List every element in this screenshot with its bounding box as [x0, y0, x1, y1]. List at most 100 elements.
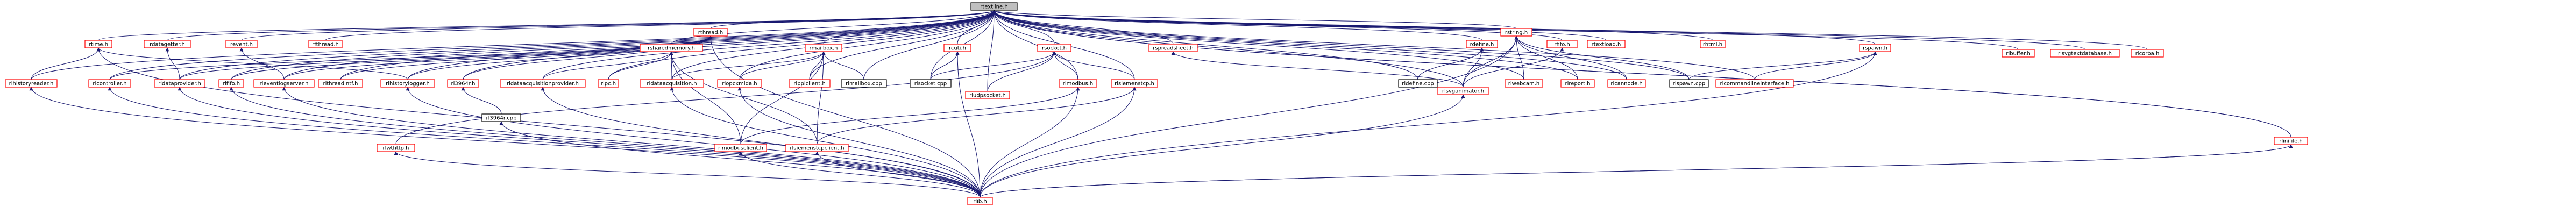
graph-node-rlwthttp[interactable]: rlwthttp.h — [377, 144, 415, 152]
graph-node-rlpc[interactable]: rlpc.h — [598, 79, 619, 88]
edge-rlinifile-to-root — [992, 10, 2291, 138]
graph-node-rtextload[interactable]: rtextload.h — [1587, 40, 1626, 48]
edge-rlib-to-rsiemenstcpclient — [815, 151, 981, 198]
node-box — [2131, 49, 2164, 58]
edge-rsiemenstcpclient-to-rsharedmemory — [669, 51, 818, 145]
graph-node-rlib[interactable]: rlib.h — [967, 197, 993, 205]
graph-node-rsharedmemory[interactable]: rsharedmemory.h — [640, 44, 703, 52]
graph-node-rdataacq[interactable]: rldataacquisition.h — [640, 79, 704, 88]
graph-node-rhistorylogger[interactable]: rlhistorylogger.h — [380, 79, 435, 88]
graph-node-rlcorba[interactable]: rlcorba.h — [2131, 49, 2164, 58]
graph-node-rhistoryreader[interactable]: rlhistoryreader.h — [5, 79, 58, 88]
edge-rlib-to-rcuti — [955, 51, 981, 198]
graph-node-rsiemenstcpclient[interactable]: rlsiemenstcpclient.h — [785, 144, 849, 152]
edge-rifti-to-root — [231, 10, 996, 80]
graph-node-rcommandlineinterface[interactable]: rlcommandlineinterface.h — [1715, 79, 1794, 88]
edge-rlopcxmlda-to-rmailbox — [739, 51, 826, 80]
graph-node-rmailbox[interactable]: rmailbox.h — [805, 44, 842, 52]
graph-node-rsocket[interactable]: rsocket.h — [1037, 44, 1071, 52]
graph-node-rlinifile[interactable]: rlinifile.h — [2274, 137, 2308, 145]
nodes-layer: rtextline.h rthread.h rstring.h rtime.h rdat… — [5, 2, 2308, 205]
graph-node-rdataprovider[interactable]: rldataprovider.h — [154, 79, 205, 88]
graph-node-rlppiclient[interactable]: rlppiclient.h — [789, 79, 831, 88]
graph-node-rstring[interactable]: rstring.h — [1500, 28, 1532, 37]
node-label: rl3964r.cpp — [486, 116, 517, 122]
node-label: rlib.h — [973, 199, 987, 205]
graph-node-rifti[interactable]: rlfifo.h — [218, 79, 244, 88]
node-label: rsocket.h — [1042, 46, 1067, 52]
graph-node-rspawn[interactable]: rspawn.h — [1859, 44, 1891, 52]
graph-node-reventlogserver[interactable]: rleventlogserver.h — [253, 79, 315, 88]
edge-rdefine-to-root — [992, 10, 1482, 41]
graph-node-rmodbus[interactable]: rlmodbus.h — [1059, 79, 1097, 88]
node-label: rlinifile.h — [2279, 139, 2303, 145]
edge-rspawncpp-to-root — [992, 10, 1690, 80]
node-box — [1500, 28, 1532, 37]
node-label: rfthread.h — [312, 42, 339, 48]
graph-node-root[interactable]: rtextline.h — [970, 2, 1018, 11]
graph-node-rdatagetter[interactable]: rdatagetter.h — [144, 40, 191, 48]
node-label: rspreadsheet.h — [1153, 46, 1193, 52]
node-label: rtextline.h — [980, 4, 1007, 10]
edge-rlib-to-rthread — [708, 35, 981, 198]
edge-rdataprovider-to-root — [179, 10, 996, 80]
graph-node-rfthread[interactable]: rfthread.h — [308, 40, 343, 48]
graph-node-rsiemenstcp[interactable]: rlsiemenstcp.h — [1111, 79, 1158, 88]
graph-node-rdataacqprovider[interactable]: rldataacquisitionprovider.h — [500, 79, 586, 88]
node-box — [910, 79, 952, 88]
edge-rspreadsheet-to-root — [992, 10, 1174, 45]
edge-rspawncpp-to-rspawn — [1688, 51, 1877, 80]
edge-rlib-to-rspawn — [980, 51, 1877, 198]
node-label: rldataacquisition.h — [647, 81, 697, 87]
graph-node-rlopcxmlda[interactable]: rlopcxmlda.h — [717, 79, 762, 88]
graph-node-rcuti[interactable]: rcuti.h — [943, 44, 971, 52]
edge-rlib-to-rsvganimator — [980, 94, 1465, 198]
edge-rmodbus-to-root — [992, 10, 1078, 80]
node-box — [253, 79, 315, 88]
node-box — [1560, 79, 1595, 88]
node-box — [318, 79, 363, 88]
edge-r3964cpp-to-r2064 — [461, 87, 502, 115]
graph-node-rmailboxcpp: rlmailbox.cpp — [841, 79, 887, 88]
graph-node-rlthreadintf[interactable]: rlthreadintf.h — [318, 79, 363, 88]
graph-node-rspreadsheet[interactable]: rspreadsheet.h — [1148, 44, 1198, 52]
node-label: rlhistorylogger.h — [386, 81, 430, 87]
graph-node-rfifo[interactable]: rfifo.h — [1546, 40, 1578, 48]
node-box — [380, 79, 435, 88]
edge-rlib-to-rhistorylogger — [406, 87, 981, 198]
node-box — [377, 144, 415, 152]
edge-rudpsocket-to-root — [987, 10, 996, 92]
graph-node-rlcannode[interactable]: rlcannode.h — [1607, 79, 1646, 88]
edge-rlib-to-rdataacq — [670, 87, 981, 198]
graph-node-rsvganimator[interactable]: rlsvganimator.h — [1437, 87, 1489, 95]
node-label: rlmodbusclient.h — [718, 146, 763, 152]
node-label: rlthreadintf.h — [323, 81, 358, 87]
node-label: rlopcxmlda.h — [722, 81, 757, 87]
graph-node-rthread[interactable]: rthread.h — [693, 28, 728, 37]
graph-node-rhtml[interactable]: rhtml.h — [1700, 40, 1726, 48]
graph-node-revent[interactable]: revent.h — [225, 40, 258, 48]
node-box — [84, 40, 112, 48]
graph-node-r2064[interactable]: rl3964r.h — [447, 79, 479, 88]
edge-rmailboxcpp-to-root — [863, 10, 996, 80]
node-box — [225, 40, 258, 48]
graph-node-rcontroller[interactable]: rlcontroller.h — [88, 79, 131, 88]
node-box — [785, 144, 849, 152]
edge-rfthread-to-root — [325, 10, 996, 41]
node-label: rstring.h — [1505, 30, 1528, 36]
node-label: rlsvgtextdatabase.h — [2058, 51, 2112, 57]
node-box — [1715, 79, 1794, 88]
edge-rdataacqprovider-to-rsharedmemory — [542, 51, 673, 80]
graph-node-r3964cpp: rl3964r.cpp — [481, 113, 521, 122]
graph-node-rwebcam[interactable]: rlwebcam.h — [1505, 79, 1543, 88]
graph-node-rreport[interactable]: rlreport.h — [1560, 79, 1595, 88]
graph-node-rlbuffer[interactable]: rlbuffer.h — [2002, 49, 2035, 58]
graph-node-rudpsocket[interactable]: rludpsocket.h — [965, 91, 1010, 99]
edge-rsvganimator-to-root — [992, 10, 1464, 88]
node-label: rdatagetter.h — [150, 42, 185, 48]
graph-node-rdefine[interactable]: rdefine.h — [1466, 40, 1498, 48]
graph-node-rmodbusclient[interactable]: rlmodbusclient.h — [714, 144, 767, 152]
graph-node-rtime[interactable]: rtime.h — [84, 40, 112, 48]
graph-node-rtexportdatabase[interactable]: rlsvgtextdatabase.h — [2050, 49, 2120, 58]
node-box — [970, 2, 1018, 11]
